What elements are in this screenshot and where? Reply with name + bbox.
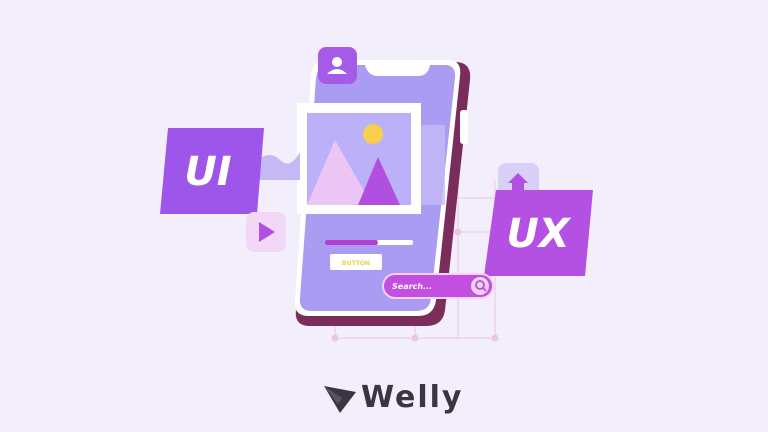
ux-card [484, 190, 593, 276]
ui-label: UI [184, 149, 231, 195]
mountain-icon [307, 140, 372, 205]
ui-card [160, 128, 264, 214]
progress-fill [325, 240, 378, 245]
search-icon [475, 280, 485, 290]
screen-button [330, 254, 382, 270]
sun-icon [363, 124, 383, 144]
search-icon-bg [471, 277, 489, 295]
play-icon [259, 222, 275, 242]
search-placeholder: Search... [392, 282, 432, 291]
phone-notch [365, 65, 430, 76]
home-icon [508, 173, 528, 192]
screen-button-label: BUTTON [342, 260, 370, 267]
welly-logo-icon [324, 386, 356, 413]
phone-side-button [460, 110, 468, 144]
wave-chart-icon [258, 152, 300, 180]
ux-label: UX [506, 211, 571, 257]
brand-name: Welly [361, 380, 464, 415]
search-bar [382, 273, 494, 299]
user-icon [332, 57, 342, 67]
